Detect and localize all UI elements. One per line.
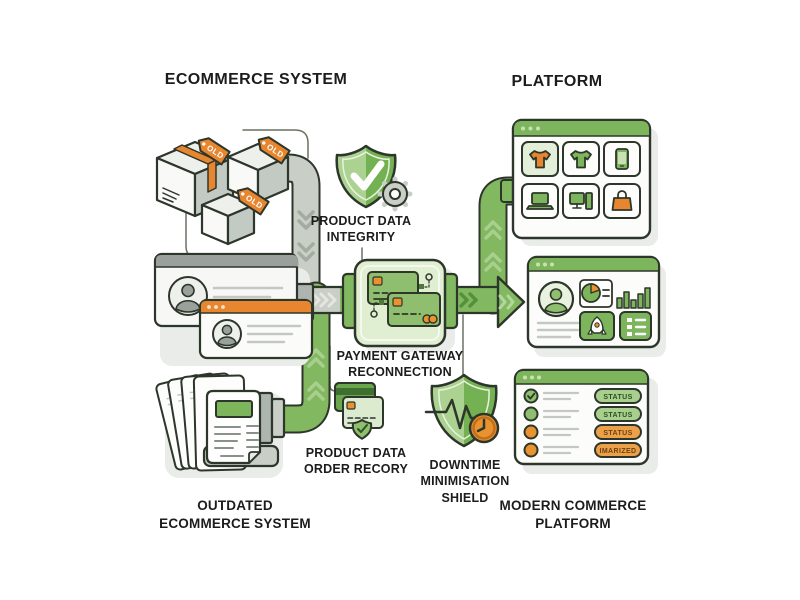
status-badge [594, 442, 642, 458]
order-recovery-card-icon [334, 382, 384, 440]
status-row: STATUS [523, 406, 642, 422]
laptop-icon [526, 192, 554, 210]
shield-pulse-icon [424, 373, 500, 448]
modern-platform-label: MODERN COMMERCE PLATFORM [499, 498, 647, 531]
chevrons-up-icon [307, 348, 325, 401]
right-section-title: PLATFORM [511, 73, 603, 90]
status-badge [594, 406, 642, 422]
status-badge [594, 424, 642, 440]
documents-stack-icon [155, 372, 286, 478]
left-section-title: ECOMMERCE SYSTEM [164, 71, 348, 88]
status-row: IMARIZED [523, 442, 642, 458]
status-badge-label: IMARIZED [599, 448, 636, 455]
chevrons-right-icon [311, 292, 337, 308]
shopping-bag-icon [611, 190, 633, 211]
chevrons-up-icon [484, 220, 502, 272]
status-badge-label: STATUS [603, 412, 632, 419]
flow-arrowhead-icon [496, 275, 526, 329]
status-badge [594, 388, 642, 404]
pie-chart-icon [579, 279, 613, 308]
checkmark-icon [527, 392, 536, 400]
status-panel: STATUS STATUS STATUS IMARIZED [513, 368, 658, 474]
rocket-icon [579, 311, 615, 341]
status-row: STATUS [523, 388, 642, 404]
old-boxes-icon: OLD OLD OLD [155, 136, 291, 246]
avatar [212, 319, 242, 349]
old-tag-icon: OLD [197, 137, 231, 166]
shield-check-icon [335, 144, 413, 212]
avatar [537, 280, 575, 318]
status-row: STATUS [523, 424, 642, 440]
desktop-computer-icon [569, 192, 593, 210]
main-flow-band [310, 275, 526, 329]
outdated-system-label: OUTDATED ECOMMERCE SYSTEM [159, 498, 311, 531]
status-badge-label: STATUS [603, 430, 632, 437]
dashboard-panel [526, 255, 666, 357]
pulse-line-icon [424, 398, 490, 430]
old-tag-icon: OLD [257, 136, 291, 165]
list-grid-icon [619, 311, 652, 341]
invoice-page-icon [205, 389, 262, 465]
chevrons-right-icon [498, 294, 515, 310]
chevrons-down-icon [297, 210, 315, 262]
clock-icon [468, 412, 500, 444]
product-data-order-label: PRODUCT DATA ORDER RECORY [303, 446, 409, 477]
downtime-shield-label: DOWNTIME MINIMISATION SHIELD [420, 458, 510, 505]
payment-gateway-label: PAYMENT GATEWAY RECONNECTION [336, 349, 464, 380]
payment-gateway-icon [341, 258, 459, 352]
gear-icon [377, 176, 413, 212]
mini-shield-check-icon [351, 419, 373, 440]
tshirt-icon [570, 150, 592, 169]
user-cards-icon [153, 252, 315, 366]
pipe-documents-to-flow [268, 281, 331, 434]
credit-card-icon [387, 292, 441, 327]
product-data-integrity-label: PRODUCT DATA INTEGRITY [310, 214, 412, 245]
profile-card-icon [198, 298, 314, 360]
smartphone-icon [615, 148, 629, 170]
tshirt-icon [529, 150, 551, 169]
checkmark-icon [350, 160, 385, 191]
chevrons-right-icon [459, 292, 478, 308]
bar-chart-icon [616, 287, 651, 309]
product-grid-panel [500, 118, 658, 246]
old-tag-icon: OLD [236, 187, 270, 216]
status-badge-label: STATUS [603, 394, 632, 401]
avatar [168, 276, 208, 316]
